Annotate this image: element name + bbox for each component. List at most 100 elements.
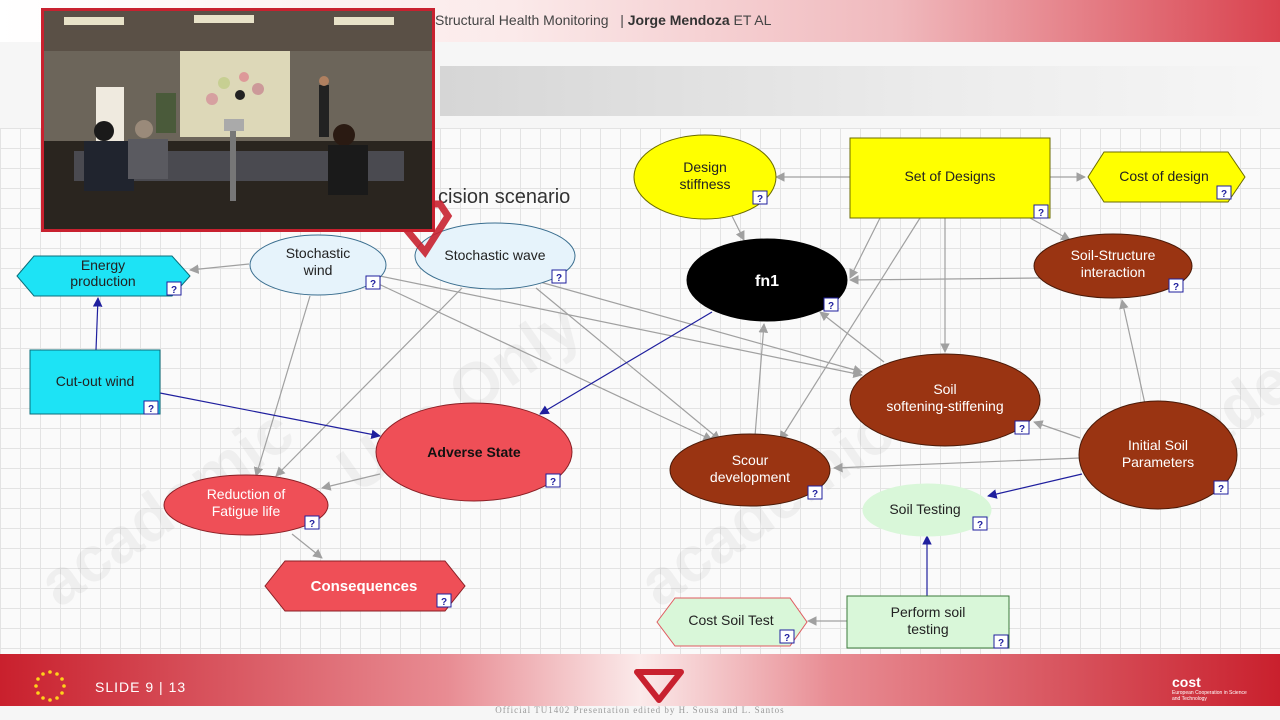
eu-stars-icon (34, 670, 66, 702)
node-stochastic-wave[interactable]: Stochastic wave (414, 222, 576, 290)
help-icon[interactable]: ? (166, 281, 182, 296)
node-scour-development[interactable]: Scour development (669, 433, 831, 507)
node-label-line: Perform soil (891, 604, 966, 620)
header-title: Structural Health Monitoring (435, 12, 609, 28)
node-cut-out-wind[interactable]: Cut-out wind (29, 349, 161, 415)
presenter-video-inset[interactable] (41, 8, 435, 232)
help-glyph: ? (556, 273, 562, 284)
help-glyph: ? (828, 301, 834, 312)
header-author: Jorge Mendoza (627, 12, 730, 28)
help-icon[interactable]: ? (823, 297, 839, 312)
slide-label-text: SLIDE (95, 679, 141, 695)
node-cost-of-design[interactable]: Cost of design (1087, 151, 1246, 203)
slide-heading: cision scenario (438, 186, 571, 208)
node-label: Stochastic wave (444, 247, 545, 263)
node-design-stiffness[interactable]: Design stiffness (633, 134, 777, 220)
node-label: fn1 (755, 273, 779, 290)
diagram-grid-background (0, 128, 1280, 654)
help-glyph: ? (1218, 484, 1224, 495)
help-icon[interactable]: ? (1033, 204, 1049, 219)
node-energy-production[interactable]: Energy production (16, 255, 191, 297)
help-icon[interactable]: ? (304, 515, 320, 530)
node-label-line: production (70, 273, 135, 289)
node-soil-structure-interaction[interactable]: Soil-Structure interaction (1033, 233, 1193, 299)
help-glyph: ? (171, 285, 177, 296)
help-glyph: ? (370, 279, 376, 290)
help-icon[interactable]: ? (436, 593, 452, 608)
help-glyph: ? (1221, 189, 1227, 200)
help-icon[interactable]: ? (779, 629, 795, 644)
help-glyph: ? (1173, 282, 1179, 293)
node-label-line: testing (907, 621, 948, 637)
node-soil-testing[interactable]: Soil Testing (862, 483, 992, 537)
node-label-line: Reduction of (207, 486, 286, 502)
help-glyph: ? (812, 489, 818, 500)
slide-counter: SLIDE 9 | 13 (95, 679, 186, 695)
slide-current-number: 9 (145, 679, 155, 695)
node-label-line: softening-stiffening (886, 398, 1003, 414)
node-label-line: wind (303, 262, 333, 278)
help-glyph: ? (757, 194, 763, 205)
node-label-line: stiffness (679, 176, 730, 192)
node-soil-softening-stiffening[interactable]: Soil softening-stiffening (849, 353, 1041, 447)
help-glyph: ? (550, 477, 556, 488)
presentation-header: Structural Health Monitoring | Jorge Men… (435, 12, 771, 28)
slide-separator: | (159, 679, 164, 695)
help-glyph: ? (784, 633, 790, 644)
help-icon[interactable]: ? (993, 634, 1009, 649)
header-separator: | (620, 12, 624, 28)
node-perform-soil-testing[interactable]: Perform soil testing (846, 595, 1010, 649)
help-icon[interactable]: ? (1213, 480, 1229, 495)
help-glyph: ? (148, 404, 154, 415)
help-icon[interactable]: ? (1168, 278, 1184, 293)
conference-room-image (44, 11, 432, 229)
help-icon[interactable]: ? (551, 269, 567, 284)
help-icon[interactable]: ? (545, 473, 561, 488)
node-label-line: development (710, 469, 790, 485)
help-icon[interactable]: ? (807, 485, 823, 500)
footer-credit: Official TU1402 Presentation edited by H… (495, 705, 785, 715)
node-cost-soil-test[interactable]: Cost Soil Test (656, 597, 808, 647)
node-reduction-of-fatigue-life[interactable]: Reduction of Fatigue life (163, 474, 329, 536)
node-adverse-state[interactable]: Adverse State (375, 402, 573, 502)
slide-total-number: 13 (168, 679, 187, 695)
node-label-line: Initial Soil (1128, 437, 1188, 453)
node-set-of-designs[interactable]: Set of Designs (849, 137, 1051, 219)
help-glyph: ? (998, 638, 1004, 649)
help-icon[interactable]: ? (1216, 185, 1232, 200)
node-label-line: Scour (732, 452, 769, 468)
node-label: Cost Soil Test (688, 612, 773, 628)
help-icon[interactable]: ? (972, 516, 988, 531)
slide-title-band (440, 66, 1280, 116)
help-glyph: ? (1038, 208, 1044, 219)
help-icon[interactable]: ? (1014, 420, 1030, 435)
node-label-line: Parameters (1122, 454, 1194, 470)
node-label-line: Fatigue life (212, 503, 281, 519)
node-label: Cost of design (1119, 168, 1209, 184)
node-label-line: Soil-Structure (1071, 247, 1156, 263)
node-label: Consequences (311, 578, 418, 595)
header-etal: ET AL (733, 12, 772, 28)
node-label-line: Design (683, 159, 727, 175)
node-label-line: Energy (81, 257, 125, 273)
node-label-line: Soil (933, 381, 956, 397)
cost-logo-subtitle: European Cooperation in Science and Tech… (1172, 690, 1247, 702)
help-icons: ? ? ? ? ? ? ? ? ? ? ? ? ? ? ? ? ? ? (143, 185, 1232, 649)
cost-logo: cost (1172, 674, 1201, 690)
help-glyph: ? (441, 597, 447, 608)
help-glyph: ? (1019, 424, 1025, 435)
help-icon[interactable]: ? (752, 190, 768, 205)
node-label-line: interaction (1081, 264, 1146, 280)
diagram-arrows (92, 172, 1146, 626)
help-icon[interactable]: ? (143, 400, 159, 415)
help-icon[interactable]: ? (365, 275, 381, 290)
node-initial-soil-parameters[interactable]: Initial Soil Parameters (1078, 400, 1238, 510)
node-stochastic-wind[interactable]: Stochastic wind (249, 234, 387, 296)
node-fn1[interactable]: fn1 (686, 238, 848, 322)
node-label-line: Stochastic (286, 245, 351, 261)
node-label: Adverse State (427, 444, 521, 460)
help-glyph: ? (977, 520, 983, 531)
node-label: Soil Testing (889, 501, 960, 517)
node-consequences[interactable]: Consequences (264, 560, 466, 612)
